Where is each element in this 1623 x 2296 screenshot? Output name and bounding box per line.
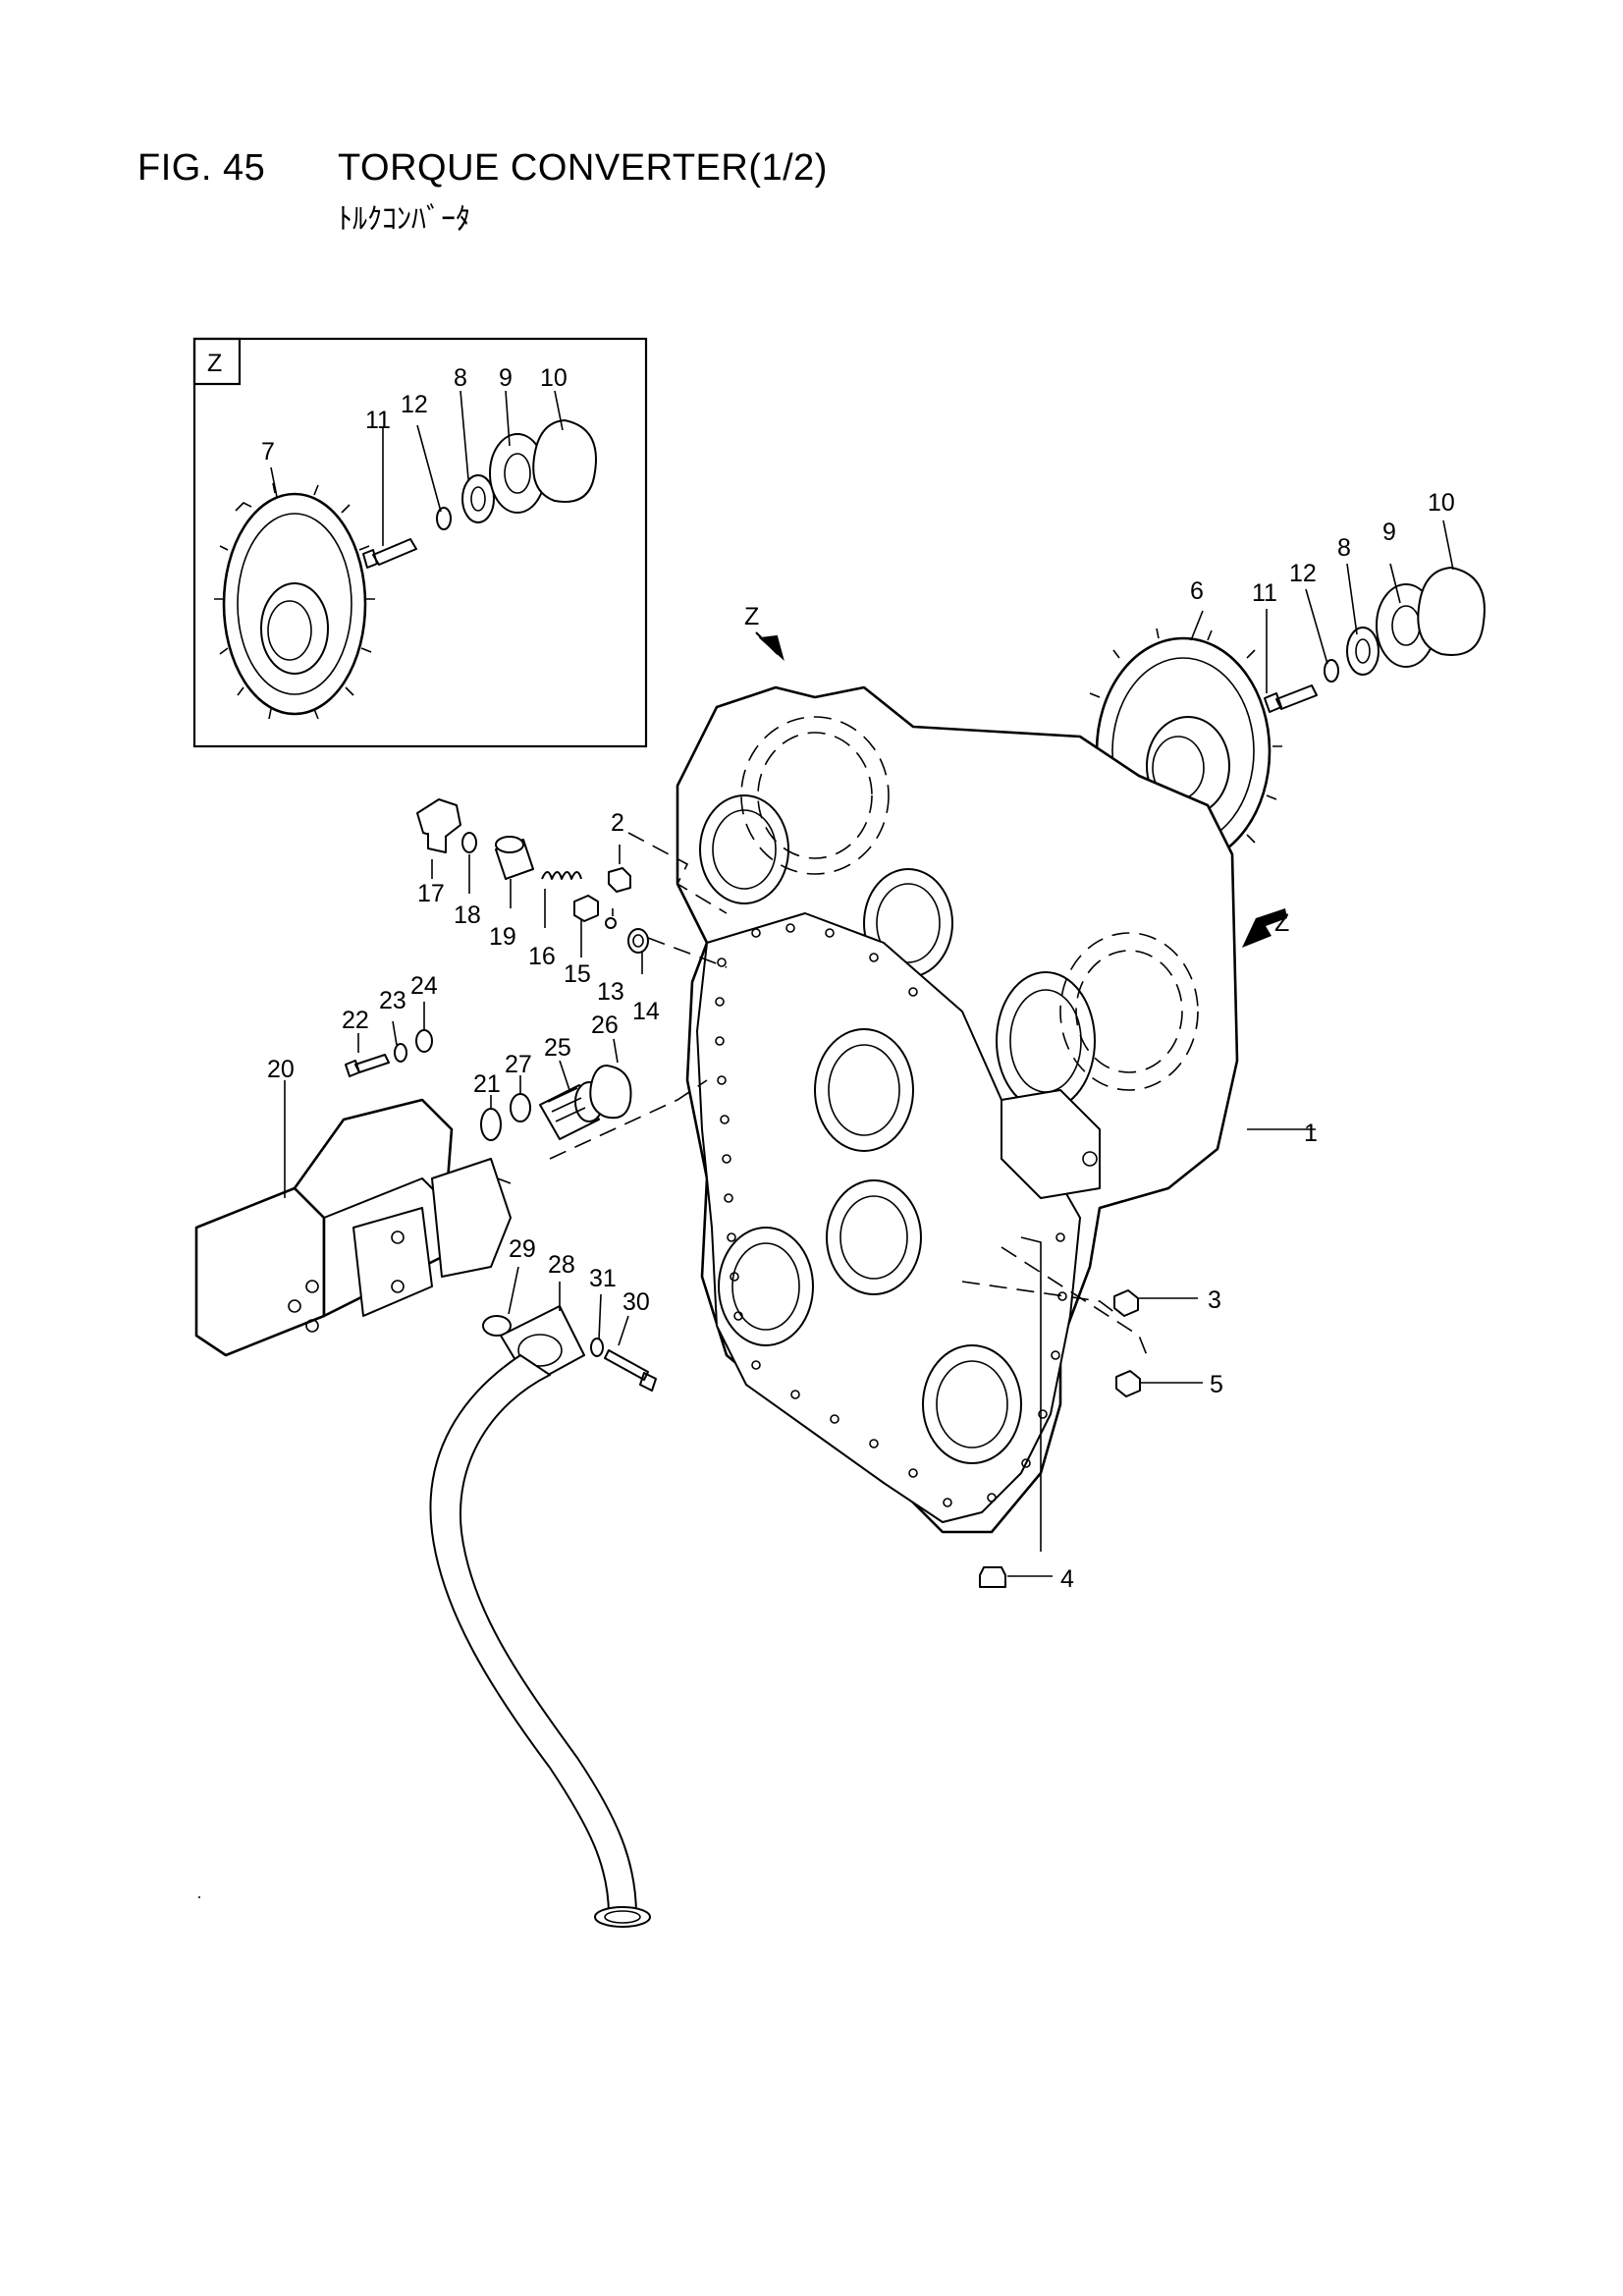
part-27-ring <box>510 1093 531 1122</box>
callout-ur-11: 11 <box>1252 579 1277 607</box>
figure-subtitle: ﾄﾙｸｺﾝﾊﾞｰﾀ <box>338 202 470 237</box>
callout-23: 23 <box>379 987 406 1014</box>
main-housing-1 <box>676 685 1239 1534</box>
callout-19: 19 <box>489 923 516 951</box>
callout-26: 26 <box>591 1011 619 1039</box>
part-20-pump <box>194 1098 512 1357</box>
callout-4: 4 <box>1060 1565 1074 1593</box>
callout-2: 2 <box>611 809 624 837</box>
svg-text:Z: Z <box>1274 909 1289 937</box>
callout-inset-9: 9 <box>499 364 513 392</box>
part-2-plug <box>608 867 631 893</box>
part-15-valve <box>573 895 599 922</box>
callout-14: 14 <box>632 998 660 1025</box>
part-18-oring <box>461 832 477 853</box>
callout-21: 21 <box>473 1070 501 1098</box>
part-26-snap-ring <box>589 1065 632 1120</box>
view-arrow-z-right: Z <box>1242 908 1289 948</box>
callout-5: 5 <box>1210 1371 1223 1398</box>
part-22-bolt <box>345 1054 390 1077</box>
callout-ur-9: 9 <box>1382 519 1396 546</box>
part-4-drain-plug <box>979 1566 1006 1588</box>
callout-15: 15 <box>564 960 591 988</box>
part-3-plug <box>1113 1289 1139 1317</box>
callout-ur-10: 10 <box>1428 489 1455 517</box>
part-30-bolt <box>604 1349 657 1392</box>
callout-3: 3 <box>1208 1286 1221 1314</box>
callout-31: 31 <box>589 1265 617 1292</box>
callout-18: 18 <box>454 902 481 929</box>
callout-ur-6: 6 <box>1190 577 1204 605</box>
callout-inset-8: 8 <box>454 364 467 392</box>
callout-17: 17 <box>417 880 445 907</box>
inset-label: Z <box>207 350 222 377</box>
callout-22: 22 <box>342 1007 369 1034</box>
part-21-oring <box>480 1108 502 1141</box>
part-29-oring <box>482 1315 512 1337</box>
part-24-washer <box>415 1029 433 1053</box>
callout-inset-11: 11 <box>365 407 391 434</box>
part-5-plug <box>1115 1370 1141 1397</box>
svg-text:Z: Z <box>744 603 759 630</box>
callout-20: 20 <box>267 1056 295 1083</box>
callout-ur-8: 8 <box>1337 534 1351 562</box>
callout-1: 1 <box>1304 1120 1318 1147</box>
part-19-sleeve <box>495 836 534 880</box>
callout-inset-7: 7 <box>261 438 275 465</box>
callout-ur-12: 12 <box>1289 560 1317 587</box>
callout-inset-12: 12 <box>401 391 428 418</box>
inset-view-z: Z 7 11 12 8 9 10 <box>192 337 648 748</box>
callout-13: 13 <box>597 978 624 1006</box>
part-23-washer <box>394 1043 407 1063</box>
part-17-plug <box>416 798 461 853</box>
callout-inset-10: 10 <box>540 364 568 392</box>
callout-28: 28 <box>548 1251 575 1279</box>
part-31-washer <box>590 1338 604 1357</box>
part-16-spring <box>541 871 582 880</box>
figure-title: TORQUE CONVERTER(1/2) <box>338 147 828 189</box>
callout-29: 29 <box>509 1235 536 1263</box>
inset-gear-7 <box>214 482 375 720</box>
callout-24: 24 <box>410 972 438 1000</box>
callout-30: 30 <box>622 1288 650 1316</box>
figure-number: FIG. 45 <box>137 147 266 189</box>
callout-27: 27 <box>505 1051 532 1078</box>
part-28-pipe <box>429 1305 651 1928</box>
part-14-plug <box>627 928 649 954</box>
part-13-ball <box>605 917 617 929</box>
callout-16: 16 <box>528 943 556 970</box>
view-arrow-z-top: Z <box>744 603 784 662</box>
callout-25: 25 <box>544 1034 571 1062</box>
